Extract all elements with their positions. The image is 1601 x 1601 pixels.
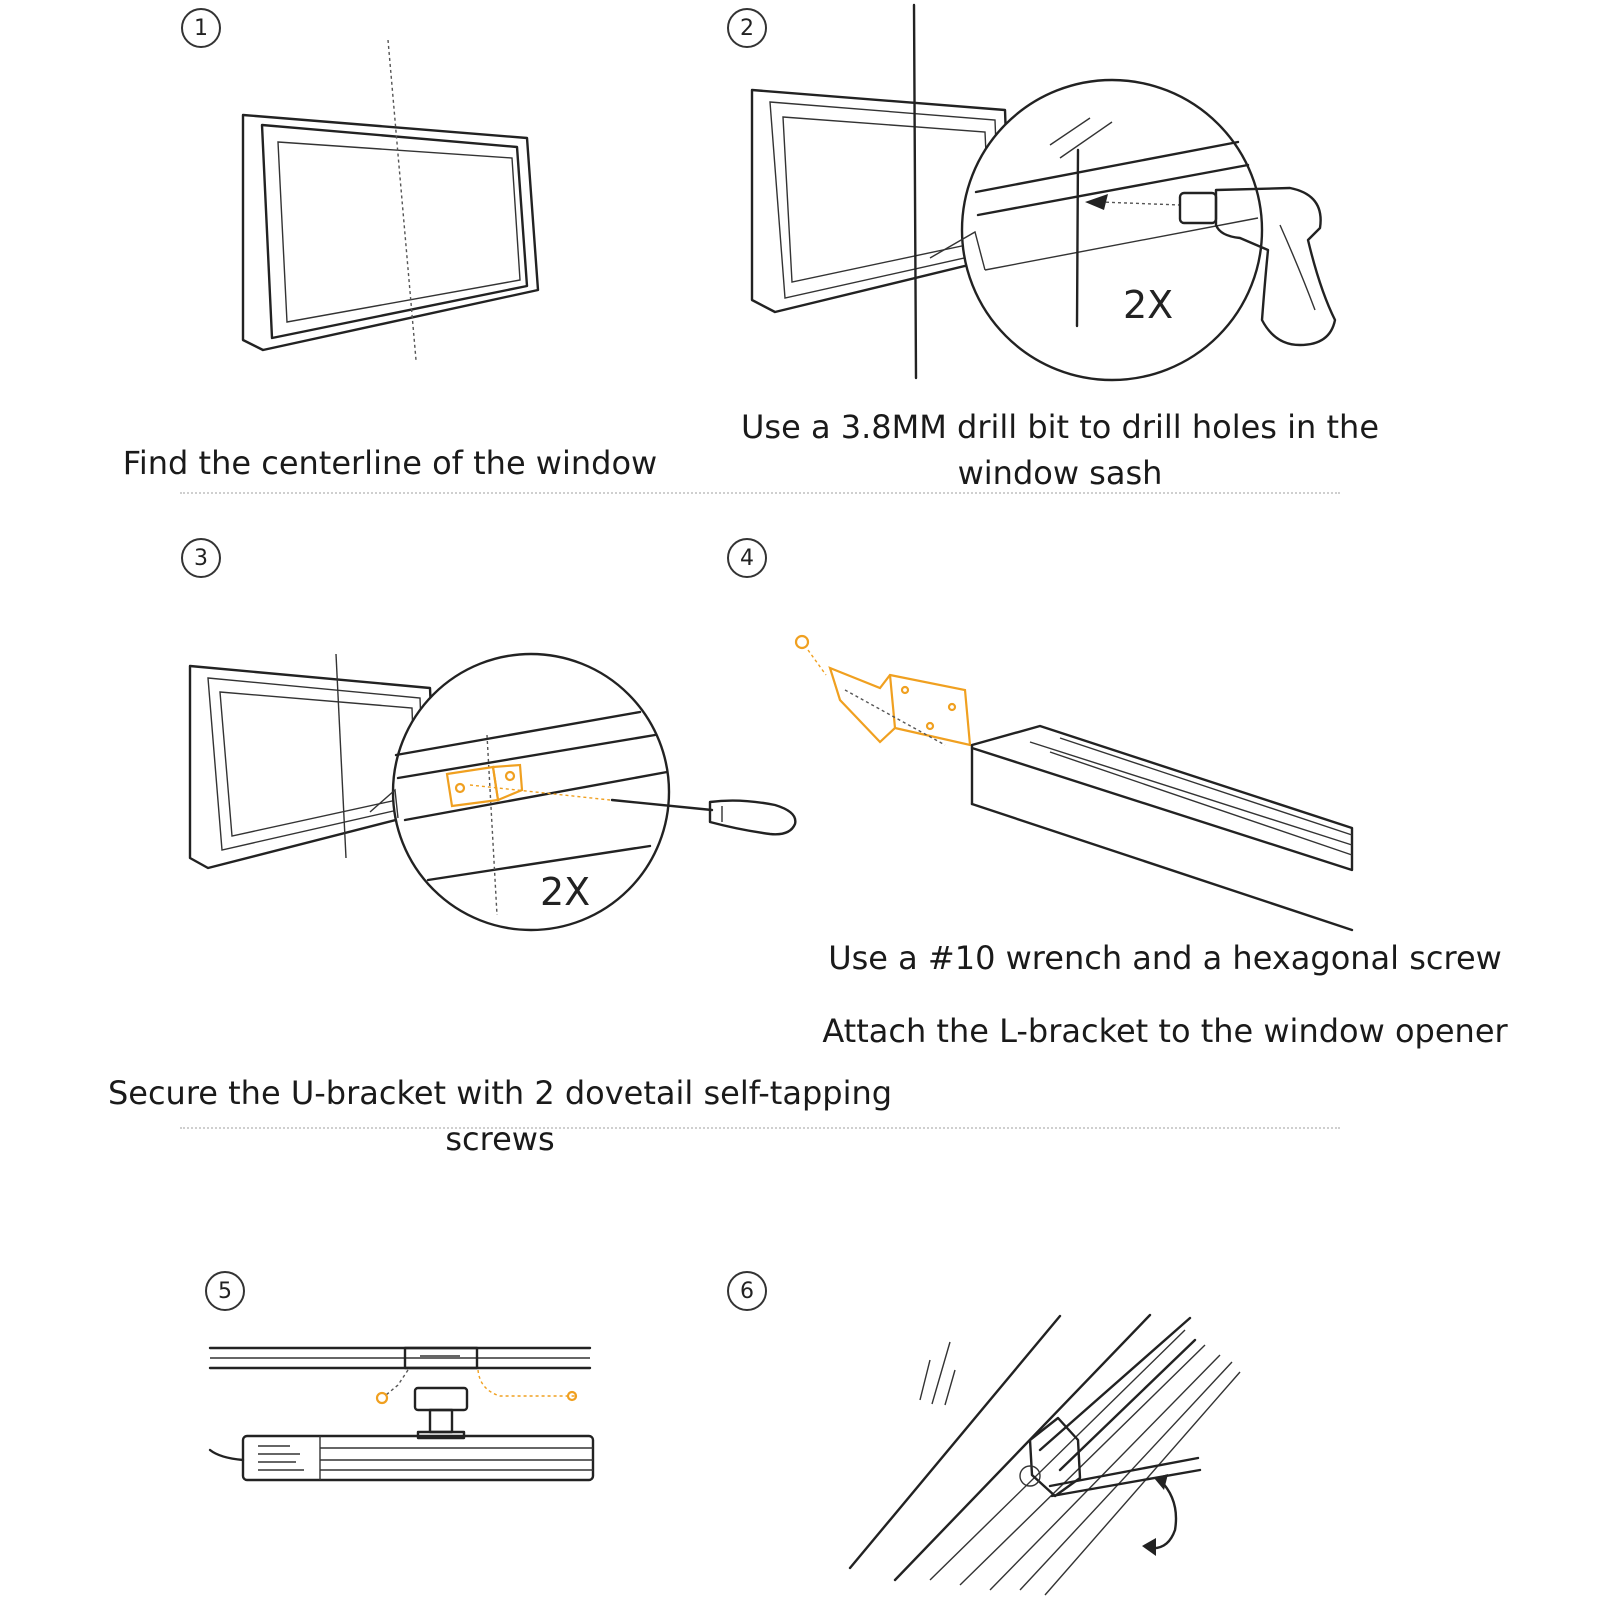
u-bracket-icon bbox=[403, 1346, 479, 1370]
step-1-caption: Find the centerline of the window bbox=[122, 444, 658, 482]
step-1-badge: 1 bbox=[181, 8, 221, 48]
centerline-marker bbox=[912, 3, 918, 380]
divider-1 bbox=[180, 492, 1340, 494]
step-2-badge: 2 bbox=[727, 8, 767, 48]
step-3-callout: 2X bbox=[540, 870, 590, 914]
u-bracket-icon bbox=[445, 763, 524, 808]
divider-2 bbox=[180, 1127, 1340, 1129]
step-2-caption-line-1: Use a 3.8MM drill bit to drill holes in … bbox=[741, 408, 1379, 446]
step-5-badge: 5 bbox=[205, 1271, 245, 1311]
centerline-marker bbox=[335, 653, 347, 859]
step-6-badge: 6 bbox=[727, 1271, 767, 1311]
drill-icon bbox=[1178, 186, 1337, 347]
step-3-badge: 3 bbox=[181, 538, 221, 578]
step-3-caption: Secure the U-bracket with 2 dovetail sel… bbox=[107, 1074, 893, 1158]
step-2-caption-line-2: window sash bbox=[957, 454, 1163, 492]
rotate-arrow-icon bbox=[1142, 1474, 1178, 1556]
zoom-circle bbox=[960, 78, 1264, 382]
step-2-callout: 2X bbox=[1123, 283, 1173, 327]
step-4-badge: 4 bbox=[727, 538, 767, 578]
step-4-caption-line-1: Use a #10 wrench and a hexagonal screw bbox=[828, 939, 1502, 977]
opener-body bbox=[970, 724, 1354, 932]
l-bracket-icon bbox=[794, 634, 972, 747]
screwdriver-icon bbox=[610, 798, 797, 836]
connector-bracket bbox=[1028, 1416, 1082, 1498]
step-4-caption-line-2: Attach the L-bracket to the window opene… bbox=[822, 1012, 1508, 1050]
